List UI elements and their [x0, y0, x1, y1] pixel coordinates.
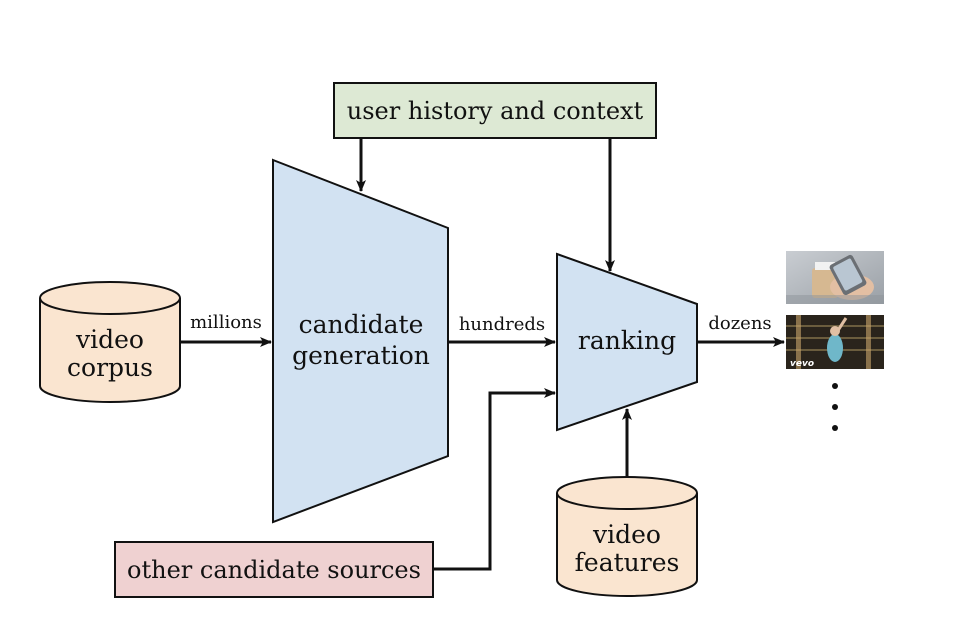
- video-features-label-1: video: [592, 520, 661, 549]
- candidate-generation-stage: candidate generation: [272, 158, 449, 524]
- video-corpus-cylinder: video corpus: [39, 281, 181, 403]
- candidate-generation-label-1: candidate: [299, 310, 424, 339]
- video-thumbnail-phone: [786, 251, 884, 304]
- other-sources-label: other candidate sources: [127, 556, 421, 584]
- candidate-generation-label-2: generation: [292, 341, 430, 370]
- ranking-stage: ranking: [556, 252, 698, 432]
- vevo-logo: vevo: [790, 359, 814, 369]
- user-history-label: user history and context: [347, 97, 644, 125]
- video-corpus-label-2: corpus: [67, 353, 153, 382]
- arrow-sources-to-ranking: [434, 388, 556, 571]
- video-features-label-2: features: [575, 548, 680, 577]
- other-sources-box: other candidate sources: [114, 541, 434, 598]
- edge-label-dozens: dozens: [708, 313, 771, 334]
- user-history-box: user history and context: [333, 82, 657, 139]
- more-results-ellipsis: [832, 383, 838, 431]
- video-thumbnail-dancer: vevo: [786, 315, 884, 369]
- video-features-cylinder: video features: [556, 476, 698, 597]
- edge-label-hundreds: hundreds: [459, 314, 545, 335]
- video-corpus-label-1: video: [75, 325, 144, 354]
- ranking-label: ranking: [578, 326, 676, 355]
- edge-label-millions: millions: [190, 312, 262, 333]
